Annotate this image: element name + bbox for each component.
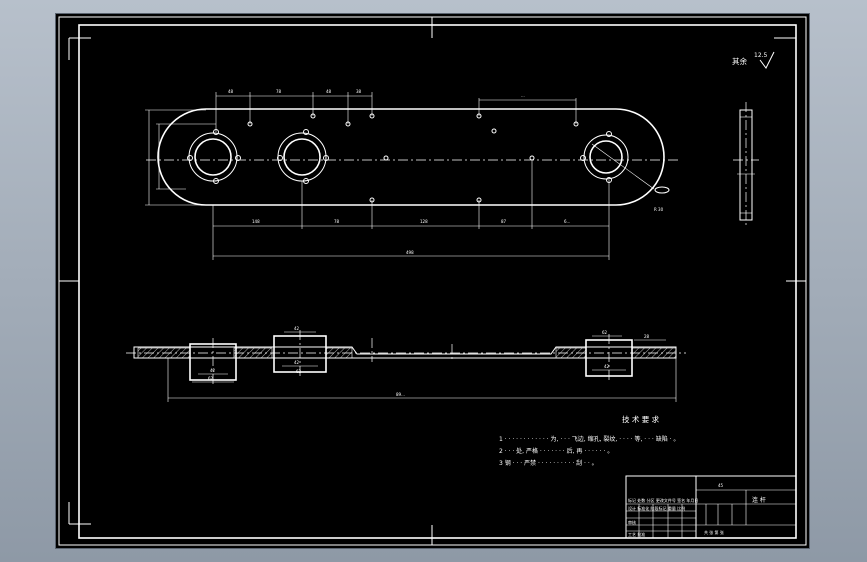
plan-dim-bot-5: 6... — [564, 219, 570, 224]
title-block: 45 连 杆 标记 处数 分区 更改文件号 签名 年月日 设计 标准化 阶段标记… — [625, 475, 797, 539]
tb-row-4: 工艺 批准 — [628, 531, 645, 537]
section-dim-bot-4: 62 — [296, 369, 302, 374]
plan-dim-top-2: 78 — [276, 89, 282, 94]
section-dim-overall: 89... — [396, 392, 405, 397]
plan-dim-bot-4: 87 — [501, 219, 507, 224]
section-dim-top-1: 42 — [294, 326, 300, 331]
plan-dim-top-1: 48 — [228, 89, 234, 94]
section-view: 42 62 28 42 62 42 62 42 89... — [126, 326, 686, 402]
outer-frame — [58, 16, 807, 546]
roughness-label: 其余 — [732, 56, 747, 66]
centering-marks — [59, 17, 806, 545]
tb-row-3: 审核 — [628, 519, 636, 525]
section-dim-bot-2: 62 — [208, 376, 214, 381]
tech-line-3: 3 钢 · · · 严禁 · · · · · · · · · · 刮 · · 。 — [499, 459, 598, 467]
material-text: 45 — [718, 483, 724, 488]
svg-text:R 30: R 30 — [654, 207, 664, 212]
engineering-drawing: 其余 12.5 R 30 — [58, 16, 807, 546]
plan-dim-bot-2: 78 — [334, 219, 340, 224]
roughness-value: 12.5 — [754, 52, 768, 59]
section-dim-top-2: 62 — [602, 330, 608, 335]
part-name: 连 杆 — [752, 496, 766, 504]
section-dim-bot-3: 42 — [294, 360, 300, 365]
plan-dim-bot-1: 148 — [252, 219, 260, 224]
tech-line-2: 2 · · · 处, 严格 · · · · · · · 后, 再 · · · ·… — [499, 447, 613, 455]
plan-dim-bot-3: 128 — [420, 219, 428, 224]
section-dim-bot-5: 42 — [604, 364, 610, 369]
plan-dim-top-5: ... — [521, 93, 525, 98]
roughness-symbol: 其余 12.5 — [732, 51, 775, 69]
link-outline — [157, 108, 665, 206]
plan-dim-overall: 498 — [406, 250, 414, 255]
tech-line-1: 1 · · · · · · · · · · · · 为, · · · 飞边, 缩… — [499, 435, 679, 443]
plan-view: R 30 48 78 48 38 ... 148 78 128 87 6... … — [145, 89, 681, 260]
plan-dim-top-3: 48 — [326, 89, 332, 94]
inner-frame — [78, 24, 797, 539]
section-dim-top-3: 28 — [644, 334, 650, 339]
drawing-sheet: 其余 12.5 R 30 — [56, 14, 809, 548]
technical-requirements: 技 术 要 求 1 · · · · · · · · · · · · 为, · ·… — [499, 414, 679, 467]
tech-title: 技 术 要 求 — [622, 414, 660, 424]
tb-sheets: 共 张 第 张 — [704, 529, 724, 535]
plan-dim-top-4: 38 — [356, 89, 362, 94]
section-dim-bot-1: 42 — [210, 368, 216, 373]
side-view — [733, 102, 759, 226]
tb-row-2: 设计 标准化 阶段标记 重量 比例 — [628, 505, 685, 511]
tb-row-1: 标记 处数 分区 更改文件号 签名 年月日 — [628, 497, 698, 503]
